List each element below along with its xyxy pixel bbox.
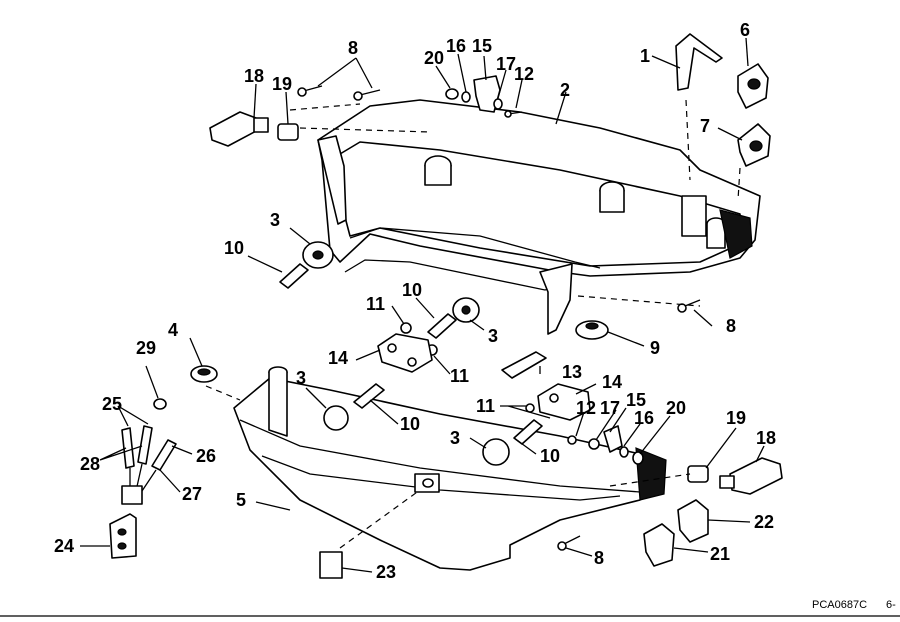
callout-22: 22 <box>754 512 774 532</box>
callout-14-lower: 14 <box>602 372 622 392</box>
callout-29: 29 <box>136 338 156 358</box>
callout-3-lower-left: 3 <box>296 368 306 388</box>
callout-18-upper: 18 <box>244 66 264 86</box>
leader-lines <box>0 37 900 617</box>
callout-26: 26 <box>196 446 216 466</box>
callout-11-lower: 11 <box>476 396 495 416</box>
callout-15-upper: 15 <box>472 36 492 56</box>
callout-12-upper: 12 <box>514 64 534 84</box>
callout-labels: 1 2 3 3 3 3 4 5 6 7 8 8 8 9 10 10 10 10 … <box>54 20 776 582</box>
callout-12-lower: 12 <box>576 398 596 418</box>
callout-7: 7 <box>700 116 710 136</box>
callout-3-lower-right: 3 <box>450 428 460 448</box>
callout-9: 9 <box>650 338 660 358</box>
callout-8-right: 8 <box>726 316 736 336</box>
alignment-lines <box>205 99 741 549</box>
footer: PCA0687C 6- <box>812 599 896 611</box>
callout-25: 25 <box>102 394 122 414</box>
callout-3-upper: 3 <box>270 210 280 230</box>
callout-10-middle: 10 <box>402 280 422 300</box>
figure-code: PCA0687C <box>812 599 867 611</box>
callout-24: 24 <box>54 536 74 556</box>
callout-28: 28 <box>80 454 100 474</box>
callout-11-upper: 11 <box>366 294 385 314</box>
callout-10-upper: 10 <box>224 238 244 258</box>
callout-8-lower: 8 <box>594 548 604 568</box>
page-number: 6- <box>886 599 896 611</box>
callout-21: 21 <box>710 544 730 564</box>
callout-20-lower: 20 <box>666 398 686 418</box>
callout-10-lower-left: 10 <box>400 414 420 434</box>
callout-3-middle: 3 <box>488 326 498 346</box>
callout-8-upper: 8 <box>348 38 358 58</box>
callout-20-upper: 20 <box>424 48 444 68</box>
upper-motor-cover <box>317 99 761 335</box>
callout-13: 13 <box>562 362 582 382</box>
hardware-parts <box>109 33 783 579</box>
callout-1: 1 <box>640 46 650 66</box>
callout-2: 2 <box>560 80 570 100</box>
callout-16-upper: 16 <box>446 36 466 56</box>
callout-10-lower-right: 10 <box>540 446 560 466</box>
callout-19-upper: 19 <box>272 74 292 94</box>
callout-23: 23 <box>376 562 396 582</box>
callout-14-middle: 14 <box>328 348 348 368</box>
callout-19-lower: 19 <box>726 408 746 428</box>
callout-17-upper: 17 <box>496 54 516 74</box>
callout-4: 4 <box>168 320 178 340</box>
callout-5: 5 <box>236 490 246 510</box>
callout-18-lower: 18 <box>756 428 776 448</box>
callout-27: 27 <box>182 484 202 504</box>
callout-15-lower: 15 <box>626 390 646 410</box>
callout-17-lower: 17 <box>600 398 620 418</box>
callout-6: 6 <box>740 20 750 40</box>
callout-16-lower: 16 <box>634 408 654 428</box>
callout-11-middle: 11 <box>450 366 469 386</box>
